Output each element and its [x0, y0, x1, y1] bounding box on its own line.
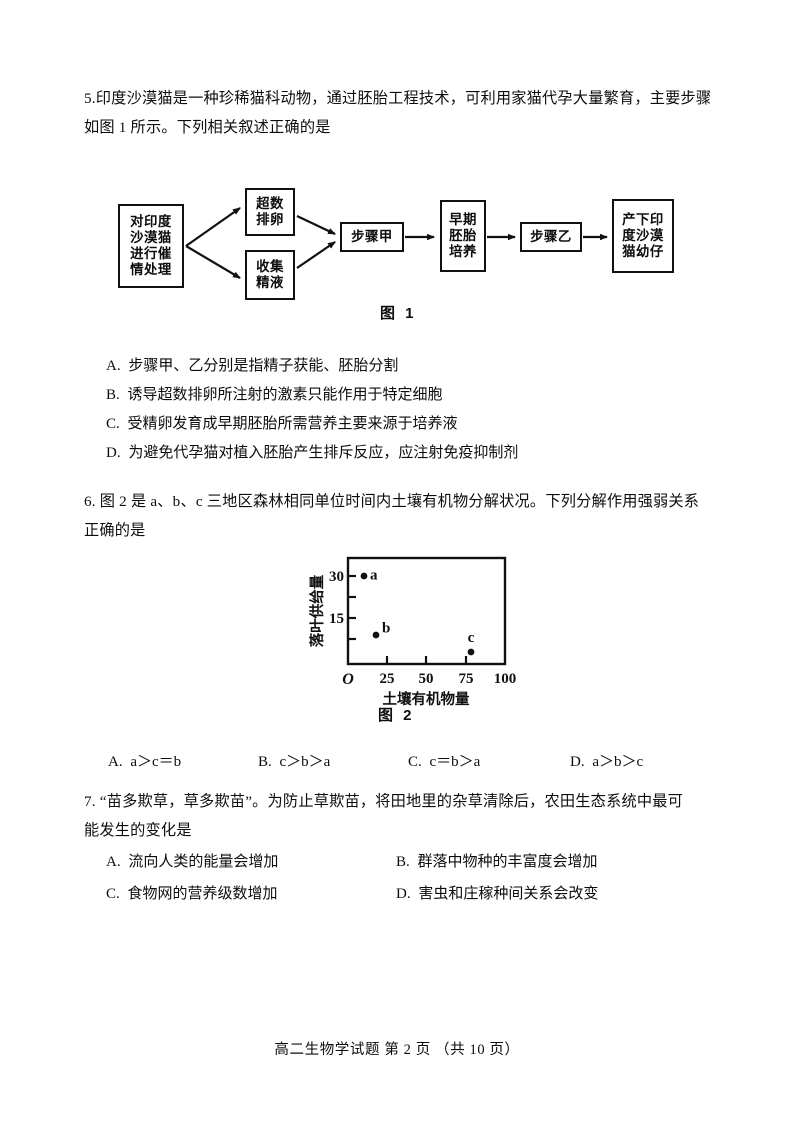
question-5-option-a-text: 步骤甲、乙分别是指精子获能、胚胎分割: [128, 358, 399, 374]
question-5-option-c[interactable]: C. 受精卵发育成早期胚胎所需营养主要来源于培养液: [106, 410, 458, 438]
chart-point-c-label: c: [468, 630, 475, 646]
figure-1-caption: 图 1: [380, 305, 417, 322]
question-7-option-d-text: 害虫和庄稼种间关系会改变: [418, 886, 599, 902]
flow-box-semen-line-1: 收集: [256, 259, 284, 274]
chart-x-ticks: [385, 656, 468, 664]
chart-xtick-label-50: 50: [419, 671, 434, 687]
question-7-option-c-text: 食物网的营养级数增加: [127, 886, 278, 902]
question-6-option-d-label: D.: [570, 754, 585, 770]
flow-box-induce-line-4: 情处理: [130, 262, 172, 277]
question-6-option-d[interactable]: D. a＞b＞c: [570, 748, 643, 776]
figure-1-connectors: [185, 207, 608, 279]
question-7-option-a-label: A.: [106, 854, 121, 870]
question-5-option-b-text: 诱导超数排卵所注射的激素只能作用于特定细胞: [127, 387, 443, 403]
figure-2-caption: 图 2: [378, 707, 415, 724]
flow-box-offspring-line-1: 产下印: [622, 212, 664, 227]
question-5-option-a[interactable]: A. 步骤甲、乙分别是指精子获能、胚胎分割: [106, 352, 398, 380]
flow-box-induce-estrus: 对印度 沙漠猫 进行催 情处理: [118, 204, 184, 288]
question-7-option-d-label: D.: [396, 886, 411, 902]
question-5-stem-line-1: 5.印度沙漠猫是一种珍稀猫科动物，通过胚胎工程技术，可利用家猫代孕大量繁育，主要…: [84, 90, 712, 107]
flow-box-culture-line-3: 培养: [449, 244, 477, 259]
question-6-option-b-label: B.: [258, 754, 272, 770]
chart-y-axis-title: 落叶供给量: [308, 574, 326, 647]
flow-box-induce-line-1: 对印度: [130, 214, 172, 229]
question-6-option-c-text: c＝b＞a: [429, 754, 481, 770]
question-6-stem-line-1: 6. 图 2 是 a、b、c 三地区森林相同单位时间内土壤有机物分解状况。下列分…: [84, 493, 700, 510]
chart-point-a-label: a: [370, 567, 378, 583]
chart-point-a: [360, 572, 368, 580]
question-7-option-d[interactable]: D. 害虫和庄稼种间关系会改变: [396, 880, 598, 908]
question-5-option-b[interactable]: B. 诱导超数排卵所注射的激素只能作用于特定细胞: [106, 381, 443, 409]
flow-box-offspring-line-3: 猫幼仔: [622, 244, 664, 259]
flow-box-culture-line-1: 早期: [449, 212, 477, 227]
question-6-option-a-text: a＞c＝b: [130, 754, 182, 770]
chart-x-axis-title: 土壤有机物量: [383, 690, 470, 708]
chart-xtick-label-25: 25: [380, 671, 395, 687]
flow-box-induce-line-2: 沙漠猫: [130, 230, 172, 245]
question-6-option-a-label: A.: [108, 754, 123, 770]
question-6-option-a[interactable]: A. a＞c＝b: [108, 748, 181, 776]
flow-box-superovulation-line-2: 排卵: [256, 212, 284, 227]
question-5-option-d[interactable]: D. 为避免代孕猫对植入胚胎产生排斥反应，应注射免疫抑制剂: [106, 439, 518, 467]
chart-origin-label: O: [342, 671, 354, 688]
question-7-option-c[interactable]: C. 食物网的营养级数增加: [106, 880, 278, 908]
question-7-option-a[interactable]: A. 流向人类的能量会增加: [106, 848, 278, 876]
question-6-option-c[interactable]: C. c＝b＞a: [408, 748, 480, 776]
page-footer: 高二生物学试题 第 2 页 （共 10 页）: [274, 1042, 520, 1058]
flow-box-superovulation-line-1: 超数: [256, 196, 284, 211]
flow-box-step-b: 步骤乙: [520, 222, 582, 252]
chart-data-points: [360, 572, 475, 656]
chart-xtick-label-75: 75: [459, 671, 474, 687]
question-5-option-b-label: B.: [106, 387, 120, 403]
chart-point-b: [372, 631, 380, 639]
question-6-option-b[interactable]: B. c＞b＞a: [258, 748, 330, 776]
flow-box-induce-line-3: 进行催: [130, 246, 172, 261]
question-7-stem-line-1: 7. “苗多欺草，草多欺苗”。为防止草欺苗，将田地里的杂草清除后，农田生态系统中…: [84, 793, 684, 810]
question-7-option-a-text: 流向人类的能量会增加: [128, 854, 279, 870]
question-7-stem-line-2: 能发生的变化是: [84, 822, 192, 839]
flow-box-step-a-label: 步骤甲: [351, 229, 393, 244]
question-7-option-b-text: 群落中物种的丰富度会增加: [417, 854, 598, 870]
question-6-option-c-label: C.: [408, 754, 422, 770]
flow-box-culture-line-2: 胚胎: [449, 228, 477, 243]
question-6-option-d-text: a＞b＞c: [592, 754, 644, 770]
flow-box-superovulation: 超数 排卵: [245, 188, 295, 236]
question-5-option-d-text: 为避免代孕猫对植入胚胎产生排斥反应，应注射免疫抑制剂: [128, 445, 519, 461]
flow-box-step-b-label: 步骤乙: [530, 229, 572, 244]
chart-point-b-label: b: [382, 620, 390, 636]
chart-point-c: [467, 648, 475, 656]
flow-box-semen-line-2: 精液: [256, 275, 284, 290]
question-5-option-c-text: 受精卵发育成早期胚胎所需营养主要来源于培养液: [127, 416, 458, 432]
figure-1-flowchart: 对印度 沙漠猫 进行催 情处理 超数 排卵 收集 精液 步骤甲 早期 胚: [112, 186, 692, 304]
flow-box-collect-semen: 收集 精液: [245, 250, 295, 300]
question-5-option-c-label: C.: [106, 416, 120, 432]
flow-box-early-embryo-culture: 早期 胚胎 培养: [440, 200, 486, 272]
chart-ytick-label-30: 30: [329, 569, 344, 585]
figure-2-scatter-chart: 30 15 O 25 50 75 100 a b c 落叶供给量: [300, 552, 530, 722]
flow-box-step-a: 步骤甲: [340, 222, 404, 252]
flow-box-offspring: 产下印 度沙漠 猫幼仔: [612, 199, 674, 273]
chart-y-ticks: [348, 574, 356, 641]
chart-xtick-label-100: 100: [494, 671, 517, 687]
question-7-option-b[interactable]: B. 群落中物种的丰富度会增加: [396, 848, 598, 876]
flow-box-offspring-line-2: 度沙漠: [622, 228, 664, 243]
figure-2-svg: 30 15 O 25 50 75 100 a b c 落叶供给量: [308, 556, 517, 708]
question-7-option-c-label: C.: [106, 886, 120, 902]
question-5-stem-line-2: 如图 1 所示。下列相关叙述正确的是: [84, 119, 331, 136]
question-6-option-b-text: c＞b＞a: [279, 754, 331, 770]
chart-ytick-label-15: 15: [329, 611, 344, 627]
question-7-option-b-label: B.: [396, 854, 410, 870]
question-5-option-d-label: D.: [106, 445, 121, 461]
question-5-option-a-label: A.: [106, 358, 121, 374]
question-6-stem-line-2: 正确的是: [84, 522, 146, 539]
